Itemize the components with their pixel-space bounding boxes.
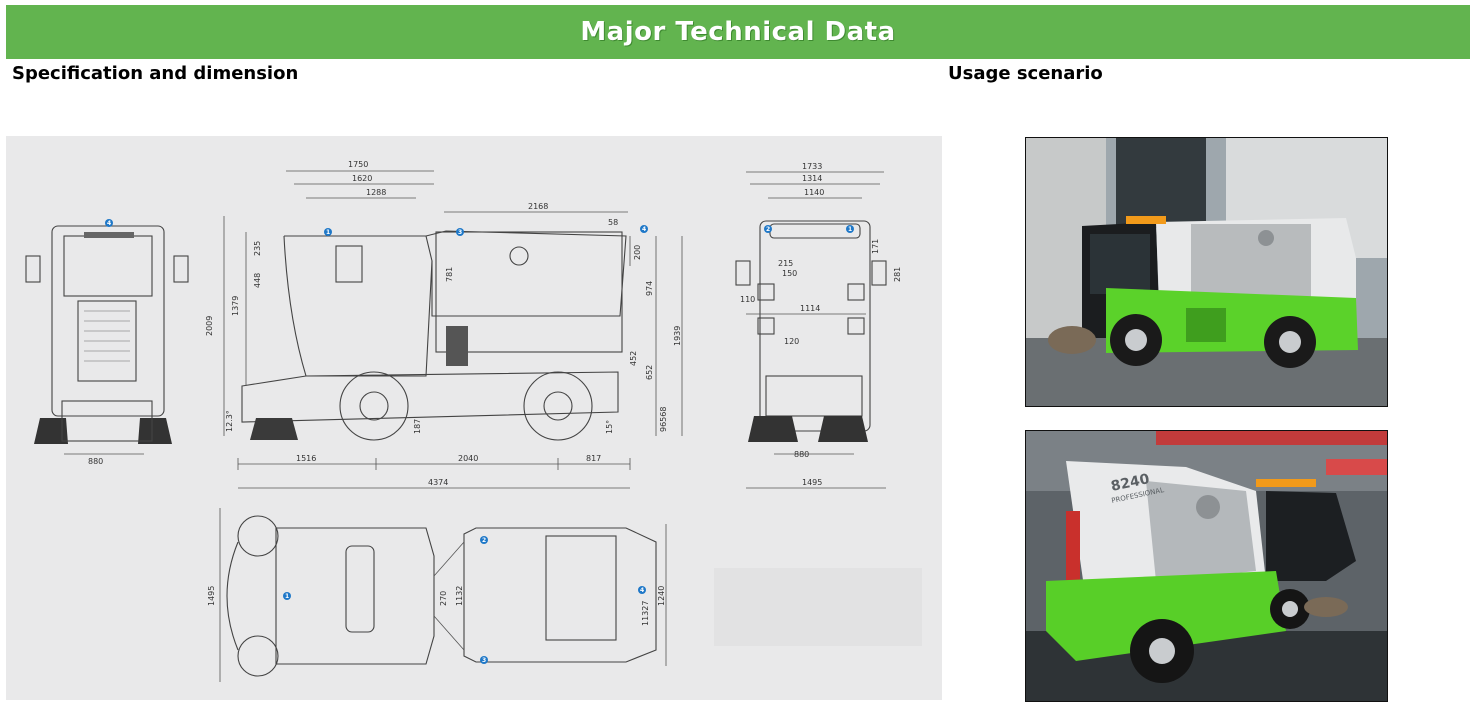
- title-banner: Major Technical Data: [6, 5, 1470, 59]
- photo-indoor-svg: 8240 PROFESSIONAL: [1026, 431, 1387, 701]
- side-dim-2009: 2009: [205, 316, 214, 336]
- side-dim-upper-right: 58: [608, 218, 618, 227]
- rear-dim-1114: 1114: [800, 304, 820, 313]
- side-dim-452: 452: [629, 351, 638, 366]
- side-dim-angle-front: 12.3°: [225, 410, 234, 432]
- spec-section-heading: Specification and dimension: [12, 63, 299, 84]
- page-title: Major Technical Data: [580, 17, 896, 47]
- side-dim-1939: 1939: [673, 326, 682, 346]
- side-dim-781: 781: [445, 267, 454, 282]
- plan-dim-1240: 1240: [657, 586, 666, 606]
- side-dim-front-overhang: 1516: [296, 454, 316, 463]
- rear-width-label: 880: [794, 450, 809, 459]
- rear-dim-215: 215: [778, 259, 793, 268]
- badge-3-side: 3: [458, 229, 462, 236]
- side-dim-448: 448: [253, 273, 262, 288]
- plan-dim-1495: 1495: [207, 586, 216, 606]
- rear-view: 1733 1314 1140 2 1 171 281 215 150 110 1…: [735, 162, 902, 489]
- badge-1-side: 1: [326, 229, 330, 236]
- usage-section-heading: Usage scenario: [948, 63, 1103, 84]
- usage-photo-outdoor: [1025, 137, 1388, 407]
- rear-dim-281: 281: [893, 267, 902, 282]
- side-dim-total-length: 4374: [428, 478, 448, 487]
- side-dim-wheelbase: 2040: [458, 454, 478, 463]
- side-dim-96568: 96568: [659, 407, 668, 432]
- rear-dim-171: 171: [871, 239, 880, 254]
- side-dim-652: 652: [645, 365, 654, 380]
- blank-panel: [714, 568, 922, 646]
- side-dim-187: 187: [413, 419, 422, 434]
- side-dim-upper-length: 2168: [528, 202, 548, 211]
- usage-photo-indoor: 8240 PROFESSIONAL: [1025, 430, 1388, 702]
- rear-dim-top-1: 1733: [802, 162, 822, 171]
- technical-drawing: 880 4 1750 1620 1288 2168 58 1 3 4 2009: [6, 136, 942, 700]
- drawing-svg: 880 4 1750 1620 1288 2168 58 1 3 4 2009: [25, 160, 922, 682]
- side-dim-974: 974: [645, 281, 654, 296]
- side-dim-rear-overhang: 817: [586, 454, 601, 463]
- rear-dim-110: 110: [740, 295, 755, 304]
- rear-dim-150: 150: [782, 269, 797, 278]
- badge-2-plan: 2: [482, 537, 486, 544]
- rear-dim-top-2: 1314: [802, 174, 822, 183]
- photo-model-label: 8240: [1110, 471, 1152, 495]
- side-dim-top-3: 1288: [366, 188, 386, 197]
- side-dim-angle-rear: 15°: [605, 420, 614, 434]
- badge-4-side: 4: [642, 226, 646, 233]
- badge-1-plan: 1: [285, 593, 289, 600]
- rear-dim-top-3: 1140: [804, 188, 824, 197]
- photo-outdoor-svg: [1026, 138, 1387, 406]
- badge-2-rear: 2: [766, 226, 770, 233]
- side-dim-top-2: 1620: [352, 174, 372, 183]
- front-view: 880 4: [25, 219, 189, 466]
- front-width-label: 880: [88, 457, 103, 466]
- plan-dim-270: 270: [439, 591, 448, 606]
- badge-4: 4: [107, 220, 111, 227]
- side-dim-200: 200: [633, 245, 642, 260]
- side-view: 1750 1620 1288 2168 58 1 3 4 2009 1379 2…: [205, 160, 683, 489]
- side-dim-1379: 1379: [231, 296, 240, 316]
- rear-dim-120: 120: [784, 337, 799, 346]
- badge-4-plan: 4: [640, 587, 644, 594]
- badge-3-plan: 3: [482, 657, 486, 664]
- plan-dim-1132: 1132: [455, 586, 464, 606]
- plan-view: 1 2 3 4 1495 270 1132 11327 1240: [207, 508, 667, 682]
- side-dim-235: 235: [253, 241, 262, 256]
- side-dim-top-1: 1750: [348, 160, 368, 169]
- rear-dim-bottom-width: 1495: [802, 478, 822, 487]
- badge-1-rear: 1: [848, 226, 852, 233]
- plan-dim-11327: 11327: [641, 601, 650, 626]
